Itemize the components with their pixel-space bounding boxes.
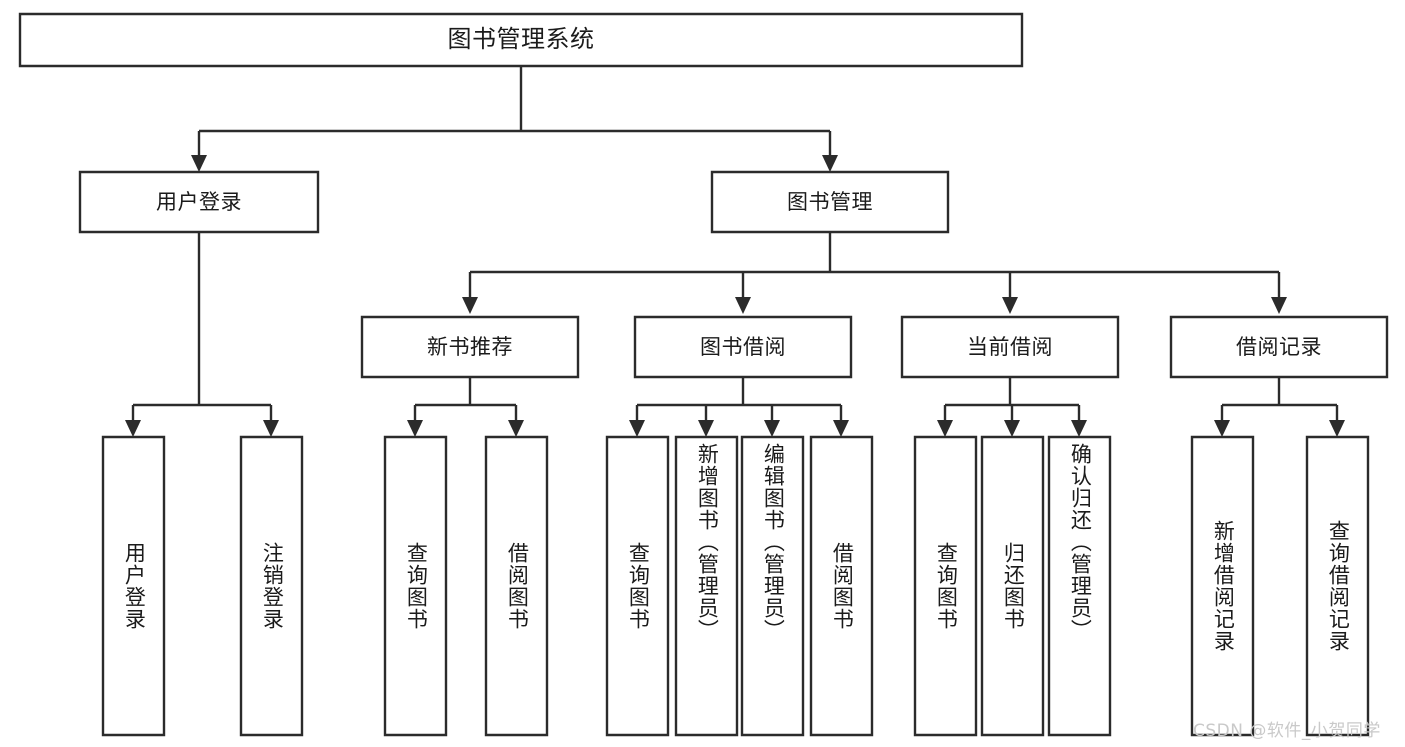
node-box-leaf-user-login[interactable] — [103, 437, 164, 735]
node-box-current-borrow[interactable] — [902, 317, 1118, 377]
arrow-head-book-manage — [822, 155, 838, 172]
node-box-leaf-bb-edit[interactable] — [742, 437, 803, 735]
arrow-head-cb-leaf-1 — [937, 420, 953, 437]
arrow-head-bb-leaf-2 — [698, 420, 714, 437]
connector-group-root-to-level2 — [191, 66, 838, 172]
node-box-leaf-bb-query[interactable] — [607, 437, 668, 735]
arrow-head-br-leaf-1 — [1214, 420, 1230, 437]
connector-group-new-book-to-leaves — [407, 377, 524, 437]
node-box-leaf-cb-query[interactable] — [915, 437, 976, 735]
node-box-leaf-nb-borrow[interactable] — [486, 437, 547, 735]
arrow-head-nb-leaf-2 — [508, 420, 524, 437]
arrow-head-bb-leaf-1 — [629, 420, 645, 437]
node-box-leaf-cb-return[interactable] — [982, 437, 1043, 735]
arrow-head-user-login — [191, 155, 207, 172]
node-box-leaf-br-query[interactable] — [1307, 437, 1368, 735]
arrow-head-leaf-logout — [263, 420, 279, 437]
arrow-head-cb-leaf-3 — [1071, 420, 1087, 437]
connector-group-current-borrow-to-leaves — [937, 377, 1087, 437]
connector-group-user-login-to-leaves — [125, 232, 279, 437]
arrow-head-cb-leaf-2 — [1004, 420, 1020, 437]
node-box-borrow-record[interactable] — [1171, 317, 1387, 377]
arrow-head-book-borrow — [735, 297, 751, 314]
node-box-leaf-bb-borrow[interactable] — [811, 437, 872, 735]
node-box-leaf-br-add[interactable] — [1192, 437, 1253, 735]
connector-group-book-manage-to-level3 — [462, 232, 1287, 314]
node-box-leaf-nb-query[interactable] — [385, 437, 446, 735]
node-box-book-borrow[interactable] — [635, 317, 851, 377]
arrow-head-current-borrow — [1002, 297, 1018, 314]
node-box-book-manage[interactable] — [712, 172, 948, 232]
connector-group-borrow-record-to-leaves — [1214, 377, 1345, 437]
arrow-head-leaf-user-login — [125, 420, 141, 437]
node-box-root[interactable] — [20, 14, 1022, 66]
node-box-leaf-bb-add[interactable] — [676, 437, 737, 735]
arrow-head-br-leaf-2 — [1329, 420, 1345, 437]
arrow-head-bb-leaf-3 — [764, 420, 780, 437]
node-box-user-login[interactable] — [80, 172, 318, 232]
arrow-head-nb-leaf-1 — [407, 420, 423, 437]
node-box-leaf-cb-confirm[interactable] — [1049, 437, 1110, 735]
arrow-head-borrow-record — [1271, 297, 1287, 314]
node-box-new-book-recommend[interactable] — [362, 317, 578, 377]
node-box-leaf-logout[interactable] — [241, 437, 302, 735]
arrow-head-new-book — [462, 297, 478, 314]
arrow-head-bb-leaf-4 — [833, 420, 849, 437]
connector-group-book-borrow-to-leaves — [629, 377, 849, 437]
